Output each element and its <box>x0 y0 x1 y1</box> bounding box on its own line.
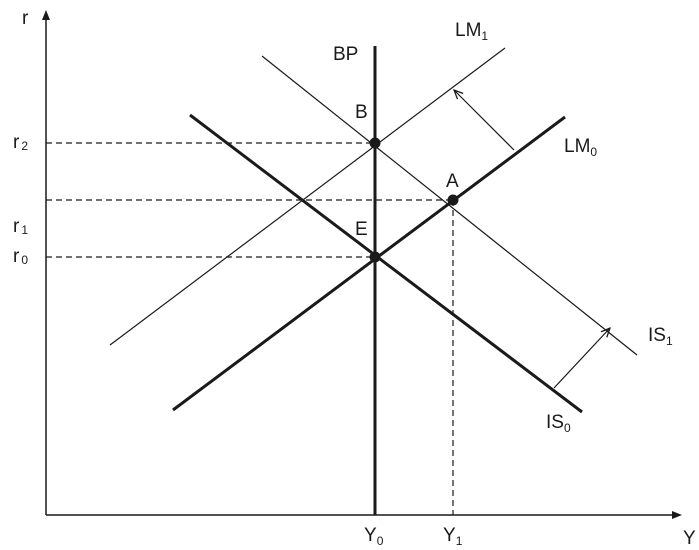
point-b-label: B <box>355 102 368 123</box>
y-axis-label: r <box>22 8 29 29</box>
point-a-label: A <box>446 171 459 192</box>
is1-curve <box>261 55 638 356</box>
x-axis-arrowhead <box>672 511 682 519</box>
is0-label: IS0 <box>546 412 571 435</box>
is-shift-arrow <box>553 328 610 389</box>
point-e-label: E <box>355 219 368 240</box>
lm1-label: LM1 <box>455 20 488 43</box>
lm1-curve <box>109 47 506 346</box>
is0-curve <box>189 113 583 414</box>
point-e-dot <box>369 251 381 263</box>
y-axis-arrowhead <box>42 10 50 20</box>
lm0-label: LM0 <box>564 136 597 159</box>
lm0-curve <box>172 115 566 412</box>
y0-tick-label: Y0 <box>364 525 384 548</box>
y1-tick-label: Y1 <box>443 525 463 548</box>
point-b-dot <box>369 137 381 149</box>
bp-label: BP <box>333 44 358 65</box>
x-axis-label: Y <box>683 528 696 549</box>
lm-shift-arrow <box>454 90 515 151</box>
is1-label: IS1 <box>648 325 673 348</box>
point-a-dot <box>447 194 459 206</box>
